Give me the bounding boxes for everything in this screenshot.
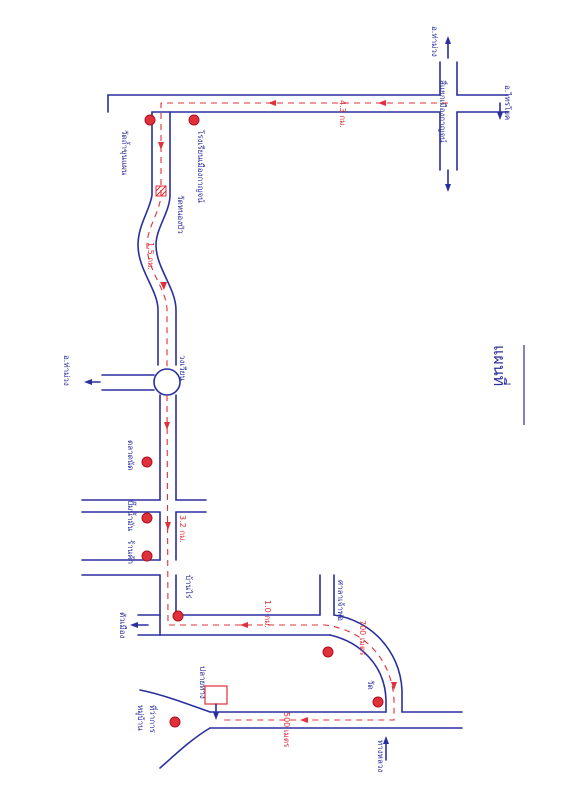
route-path [146, 102, 448, 721]
label-curve: ศาลาเจ้าพ่อ [336, 580, 345, 621]
dist-bottom-road: 500 เมตร [282, 712, 291, 748]
arrow-top-down [445, 184, 451, 192]
road-cross-1 [81, 499, 207, 513]
route-arrow-1 [378, 100, 386, 106]
arrow-roundabout [84, 379, 92, 385]
route-arrow-4 [160, 282, 167, 290]
label-corner: บ้านไร่ [184, 575, 193, 599]
label-top-junction: สี่แยกเมืองกาญจน์ [438, 80, 449, 143]
label-gas: ปั๊มน้ำมัน [126, 500, 137, 532]
dist-lower-road: 1.0 กม. [263, 600, 272, 628]
pins [141, 114, 384, 728]
pin-shop[interactable] [141, 550, 153, 562]
road-stub-right [319, 574, 335, 616]
pin-school[interactable] [188, 114, 200, 126]
route [146, 100, 448, 723]
pin-bottom[interactable] [372, 696, 384, 708]
route-arrow-8 [391, 682, 397, 690]
construction-hatch [155, 185, 167, 197]
route-arrow-3 [158, 142, 164, 150]
road-bottom-fork [139, 689, 211, 769]
label-right-end: ทางหลวง [376, 740, 385, 772]
label-temple: วัดหนองบัว [176, 195, 185, 234]
route-arrow-7 [240, 622, 248, 628]
route-arrow-2 [268, 100, 276, 106]
label-top-left-pin: วัดถ้ำขุนแผน [120, 130, 131, 176]
pin-curve[interactable] [322, 646, 334, 658]
road-curve-outer [333, 614, 403, 713]
pin-market[interactable] [141, 456, 153, 468]
label-destination: ปลายทาง [198, 666, 207, 699]
route-arrow-5 [164, 422, 170, 430]
arrow-destination [213, 712, 219, 720]
pin-bottom-left[interactable] [169, 716, 181, 728]
pin-corner[interactable] [172, 610, 184, 622]
label-roundabout: วงเวียน [178, 355, 187, 381]
label-bottom-left-dir: หมู่บ้าน [135, 705, 145, 731]
label-top-left-dir: อ.ท่าม่วง [430, 26, 439, 57]
dist-curve-road: 1.5 กม. [146, 242, 155, 270]
label-market: ตลาดนัด [126, 440, 135, 470]
road-main-right [155, 111, 177, 366]
label-top-right-dir: อ.ไทรโยค [503, 85, 513, 120]
dist-top-road: 4.3 กม. [338, 100, 347, 128]
arrow-bottom-right [383, 736, 389, 744]
road-curve-inner [329, 634, 387, 713]
labels: 4.3 กม. 1.5 กม. 3.2 กม. 1.0 กม. 500 เมตร… [62, 26, 525, 772]
road-cross-2 [81, 559, 161, 576]
legend-title: แผนที่ [490, 345, 511, 386]
label-shop: ร้านค้า [126, 540, 135, 564]
roundabout-ring [153, 368, 181, 396]
roads [81, 61, 509, 769]
route-arrow-9 [300, 717, 308, 723]
label-left-end: ตัวเมือง [118, 612, 127, 639]
pin-top-left[interactable] [144, 114, 156, 126]
label-roundabout-dir: อ.ท่าม่วง [62, 355, 71, 386]
arrow-left-end [130, 622, 138, 628]
dist-curve-bend: 700 เมตร [358, 620, 367, 656]
arrow-right [497, 112, 503, 120]
dist-middle-road: 3.2 กม. [178, 515, 187, 543]
road-main-left [137, 111, 159, 366]
pin-gas[interactable] [141, 512, 153, 524]
label-school: โรงเรียนเมืองกาญจน์ [196, 130, 206, 203]
road-lower-left-stub [137, 614, 161, 636]
direction-arrows [84, 36, 503, 761]
label-bottom-left-pin: ที่ว่าการ [148, 705, 159, 734]
destination-box[interactable] [204, 685, 228, 705]
arrow-top-up [445, 36, 451, 44]
route-arrow-6 [165, 522, 171, 530]
label-bottom: วัด [366, 680, 375, 690]
road-roundabout-branch [101, 374, 155, 391]
